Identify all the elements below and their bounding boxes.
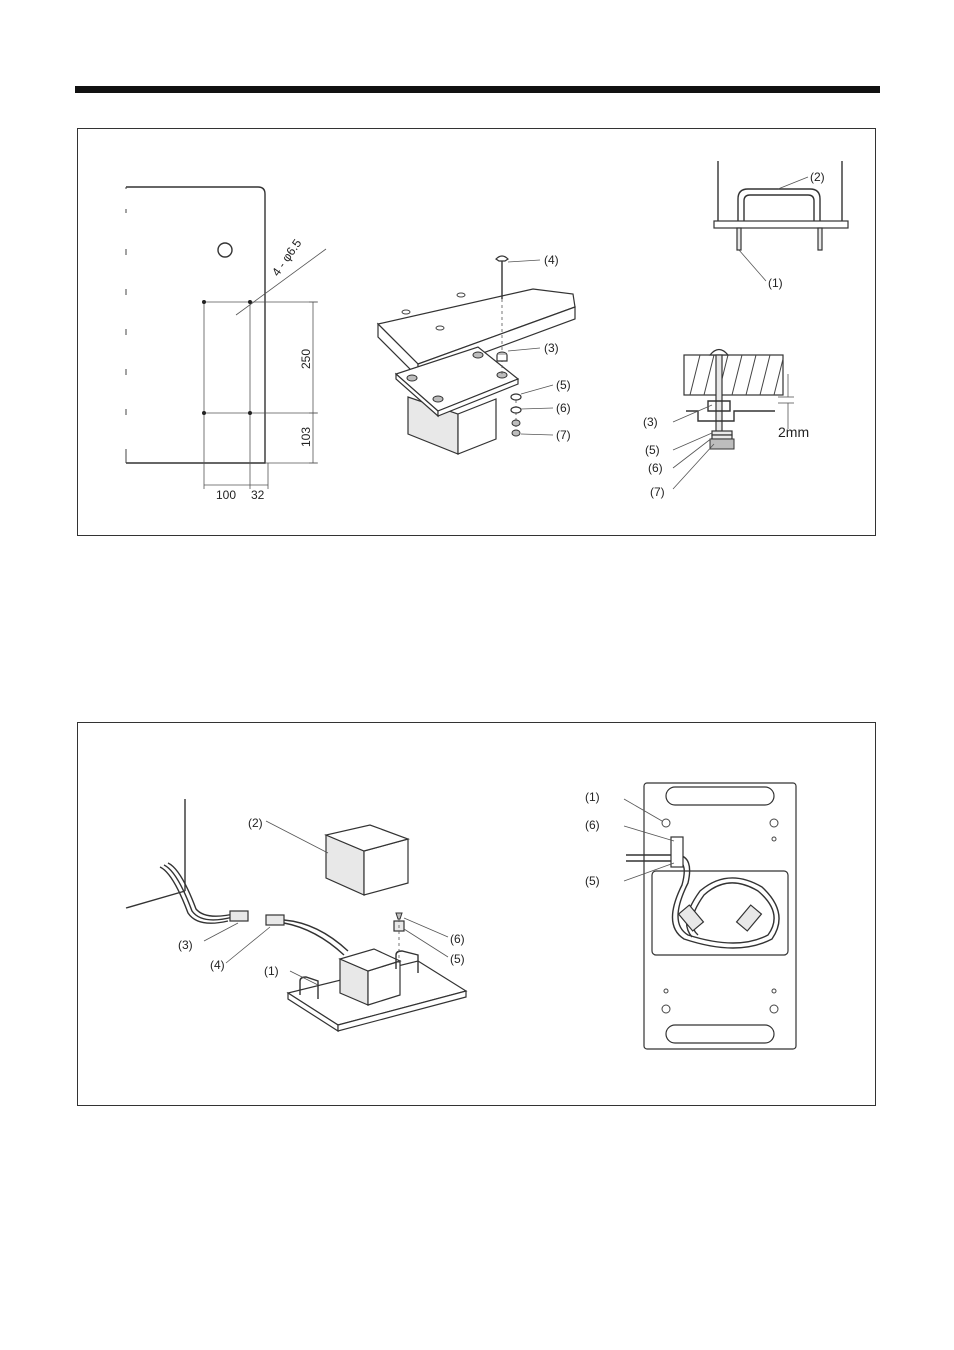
figure-transformer-wiring: (2) (3) (4) (1) (6) (5) — [77, 722, 876, 1106]
dim-250-label: 250 — [299, 349, 313, 369]
label-section-nut-7: (7) — [650, 485, 665, 499]
label-clamp-5: (5) — [450, 952, 465, 966]
label-gap-2mm: 2mm — [778, 424, 809, 440]
label-screws-1: (1) — [264, 964, 279, 978]
section-view: (3) (5) (6) (7) 2mm — [643, 350, 809, 500]
cable-connector — [230, 911, 248, 921]
label-screw-1: (1) — [585, 790, 600, 804]
hole-spec-label: 4 - φ6.5 — [269, 236, 305, 279]
label-washer-6: (6) — [556, 401, 571, 415]
label-nut-7: (7) — [556, 428, 571, 442]
label-washer-3: (3) — [544, 341, 559, 355]
label-clamp-5-installed: (5) — [585, 874, 600, 888]
transformer-assembly-view: (2) (3) (4) (1) (6) (5) — [126, 799, 466, 1031]
label-connector-4: (4) — [210, 958, 225, 972]
handle-view: (2) (1) — [714, 161, 848, 290]
label-section-washer-6: (6) — [648, 461, 663, 475]
label-section-washer-5: (5) — [645, 443, 660, 457]
figure-transformer-mounting: 4 - φ6.5 250 103 100 32 — [77, 128, 876, 536]
label-handle-2: (2) — [810, 170, 825, 184]
label-bolts-1: (1) — [768, 276, 783, 290]
label-washer-5: (5) — [556, 378, 571, 392]
header-rule — [75, 86, 880, 93]
dim-32-label: 32 — [251, 488, 265, 502]
table-template-view: 4 - φ6.5 250 103 100 32 — [126, 187, 326, 502]
dim-100-label: 100 — [216, 488, 236, 502]
label-bolt-4: (4) — [544, 253, 559, 267]
label-plate-3: (3) — [643, 415, 658, 429]
label-transformer-2: (2) — [248, 816, 263, 830]
dim-103-label: 103 — [299, 427, 313, 447]
figure-2-drawing: (2) (3) (4) (1) (6) (5) — [78, 723, 877, 1107]
transformer-connector — [266, 915, 284, 925]
exploded-mount-view: (4) (3) (5) (6) (7) — [378, 253, 575, 454]
label-screw-6-installed: (6) — [585, 818, 600, 832]
label-screw-6: (6) — [450, 932, 465, 946]
installed-plate-view: (1) (6) (5) — [585, 783, 796, 1049]
hole-marker — [218, 243, 232, 257]
label-connector-3: (3) — [178, 938, 193, 952]
figure-1-drawing: 4 - φ6.5 250 103 100 32 — [78, 129, 877, 537]
